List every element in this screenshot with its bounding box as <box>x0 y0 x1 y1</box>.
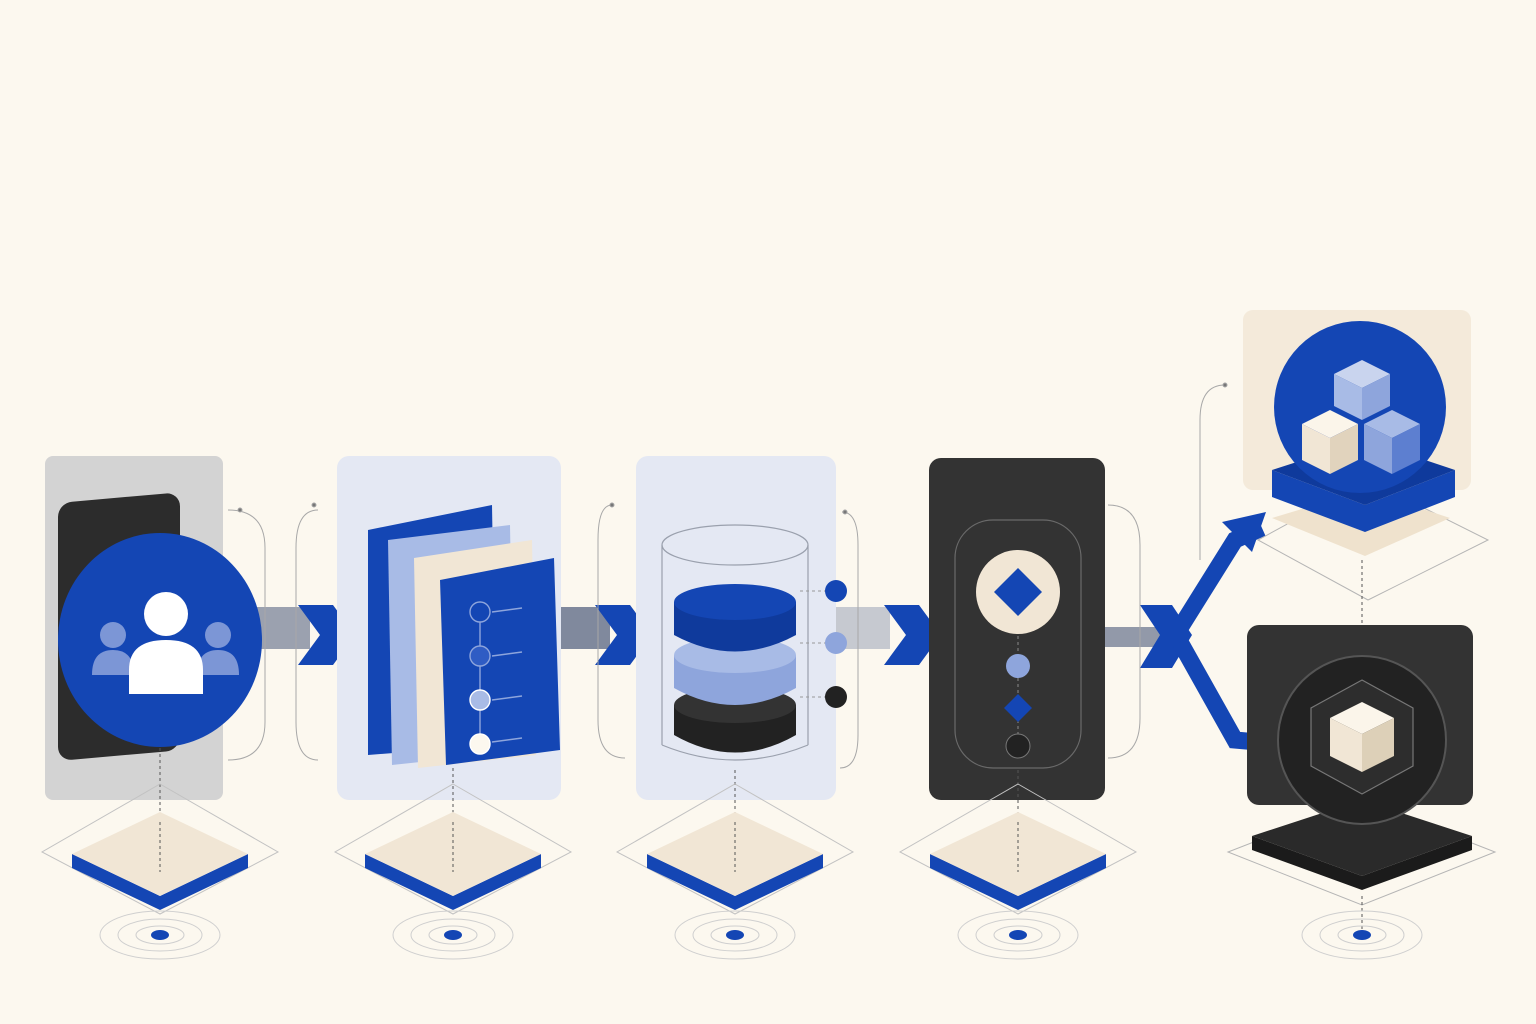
document-stack-icon <box>469 601 523 755</box>
target-ring-4-3 <box>993 925 1043 945</box>
connector-bar-1 <box>255 607 310 649</box>
target-dot-1 <box>151 930 169 940</box>
decision-diamond-icon <box>994 568 1042 616</box>
status-dot-dark <box>825 686 847 708</box>
target-dot-5 <box>1353 930 1371 940</box>
stage-processing <box>929 458 1105 800</box>
cube-icon <box>1330 702 1394 772</box>
target-ring-5-1 <box>1301 910 1423 960</box>
step-dot-dark <box>1005 733 1031 759</box>
connector-bar-2 <box>555 607 610 649</box>
target-ring-2-2 <box>410 918 496 952</box>
step-diamond <box>1004 694 1032 722</box>
platform-outline-3 <box>615 783 855 915</box>
status-dot-blue <box>825 580 847 602</box>
platform-outline-4 <box>898 783 1138 915</box>
platform-side-4 <box>930 854 1106 910</box>
bracket-lines <box>227 382 1228 769</box>
chevron-arrow-3 <box>884 605 941 665</box>
target-ring-3-2 <box>692 918 778 952</box>
stage-storage <box>636 456 847 800</box>
target-dot-2 <box>444 930 462 940</box>
target-ring-1-3 <box>135 925 185 945</box>
platform-outline-2 <box>333 783 573 915</box>
arrowhead-up <box>1222 512 1266 552</box>
users-circle <box>58 533 262 747</box>
step-dot-light <box>1006 654 1030 678</box>
status-dot-light <box>825 632 847 654</box>
output-primary <box>1243 310 1490 601</box>
target-ring-3-3 <box>710 925 760 945</box>
document-card-front <box>440 558 560 765</box>
connectors <box>255 512 1281 753</box>
stage-documents <box>337 456 561 800</box>
output-secondary <box>1226 625 1497 906</box>
target-ring-1-1 <box>99 910 221 960</box>
target-ring-4-1 <box>957 910 1079 960</box>
database-cylinder-outline <box>661 524 809 761</box>
platform-layer <box>40 783 1423 960</box>
stage-users <box>45 456 262 800</box>
target-dot-3 <box>726 930 744 940</box>
target-ring-2-1 <box>392 910 514 960</box>
platform-outline-1 <box>40 783 280 915</box>
target-ring-2-3 <box>428 925 478 945</box>
target-ring-3-1 <box>674 910 796 960</box>
platform-side-2 <box>365 854 541 910</box>
cube-cluster-icon <box>1302 360 1420 474</box>
status-dots <box>800 580 847 708</box>
processing-inner-outline <box>954 519 1082 769</box>
database-icon <box>674 584 796 753</box>
platform-side-3 <box>647 854 823 910</box>
platform-side-1 <box>72 854 248 910</box>
target-ring-4-2 <box>975 918 1061 952</box>
connector-bar-4 <box>1105 627 1160 647</box>
target-ring-5-3 <box>1337 925 1387 945</box>
target-dot-4 <box>1009 930 1027 940</box>
target-ring-5-2 <box>1319 918 1405 952</box>
target-ring-1-2 <box>117 918 203 952</box>
user-group-icon <box>92 592 239 694</box>
